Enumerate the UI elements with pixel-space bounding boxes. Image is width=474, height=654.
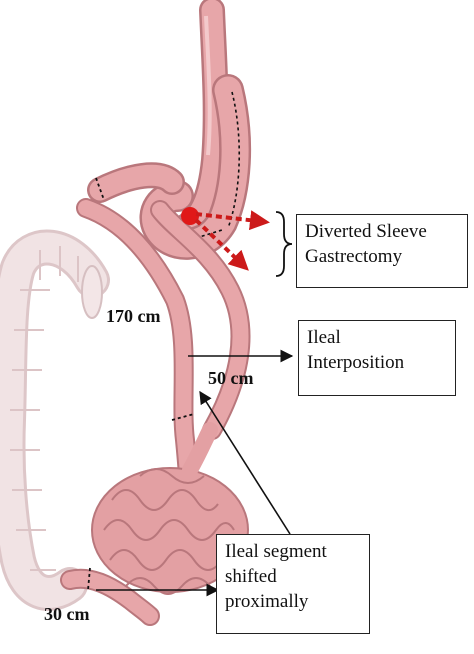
colon (0, 229, 110, 611)
sleeve-label-line1: Diverted Sleeve (305, 221, 427, 242)
interposition-label-line2: Interposition (307, 352, 405, 373)
duodenum (87, 162, 185, 203)
interposition-label-line1: Ileal (307, 327, 341, 348)
sleeve-marker (181, 207, 270, 271)
segment-arrow (199, 390, 291, 535)
distance-30-label: 30 cm (44, 604, 90, 624)
distance-50-label: 50 cm (208, 368, 254, 388)
distance-170-label: 170 cm (106, 306, 161, 326)
segment-label-line1: Ileal segment (225, 541, 327, 562)
sleeve-brace (275, 211, 293, 277)
segment-label-line3: proximally (225, 591, 309, 612)
segment-label-box: Ileal segment shifted proximally (216, 534, 370, 634)
sleeve-label-line2: Gastrectomy (305, 246, 403, 267)
small-bowel (60, 422, 249, 626)
sleeve-label-box: Diverted Sleeve Gastrectomy (296, 214, 468, 288)
interposition-label-box: Ileal Interposition (298, 320, 456, 396)
segment-label-line2: shifted (225, 566, 277, 587)
